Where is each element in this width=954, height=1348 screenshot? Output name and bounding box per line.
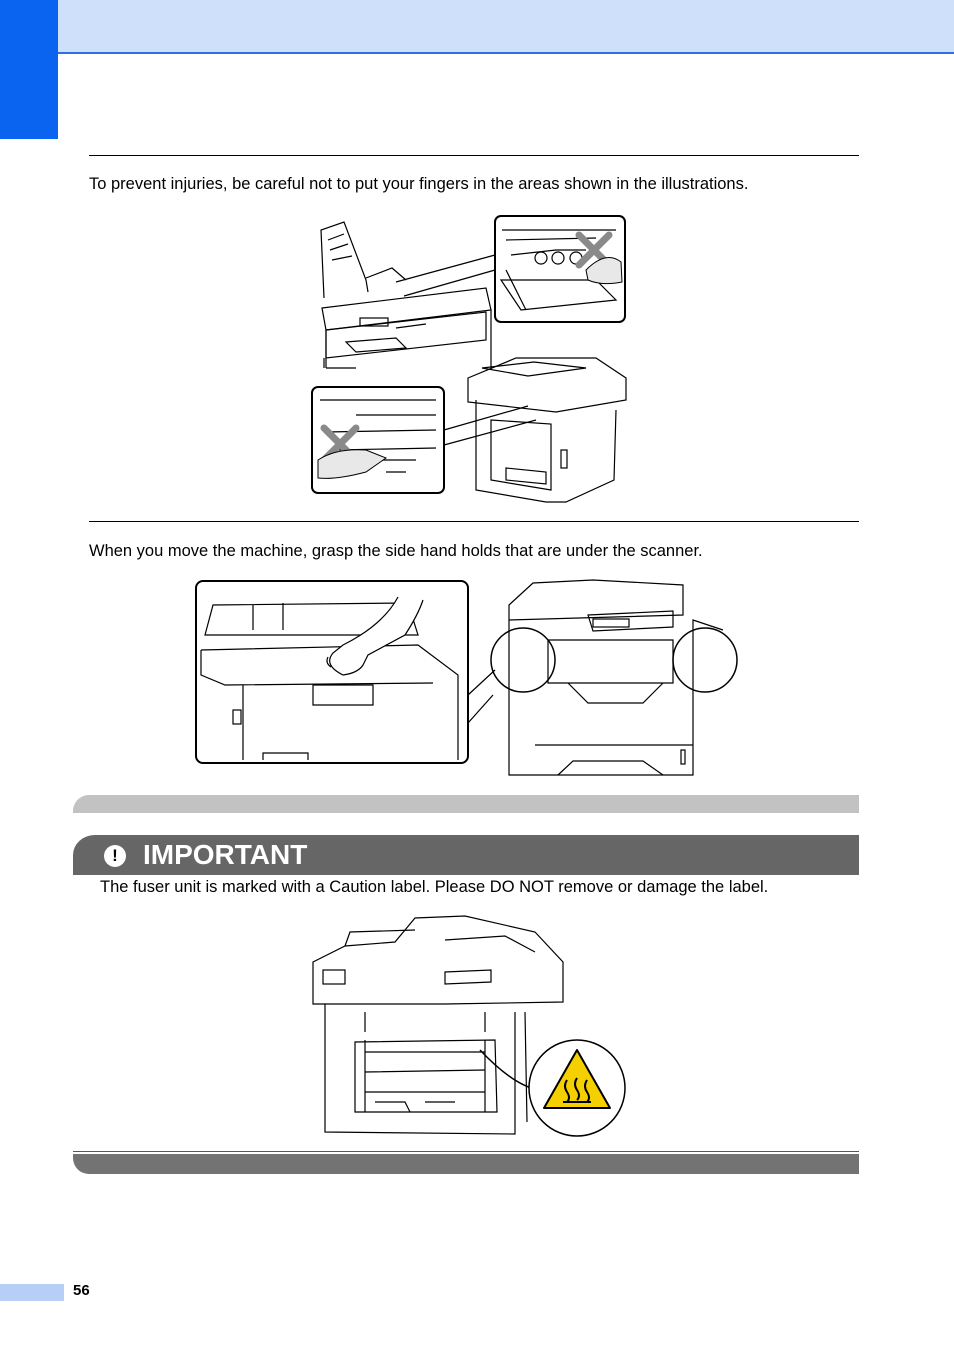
header-band bbox=[0, 0, 954, 54]
important-title: IMPORTANT bbox=[143, 839, 308, 870]
exclamation-circle-icon: ! bbox=[104, 845, 126, 867]
fuser-caution-illustration bbox=[312, 915, 626, 1137]
hot-surface-warning-icon bbox=[543, 1049, 611, 1109]
page-number: 56 bbox=[73, 1282, 90, 1299]
section-rule bbox=[89, 155, 859, 156]
injury-warning-text: To prevent injuries, be careful not to p… bbox=[89, 175, 749, 193]
finger-hazard-illustration bbox=[311, 215, 627, 503]
important-top-bar bbox=[73, 795, 859, 813]
important-header bbox=[73, 835, 859, 875]
section-rule bbox=[89, 521, 859, 522]
footer-accent-bar bbox=[0, 1284, 64, 1301]
important-bottom-rule bbox=[73, 1151, 859, 1152]
no-hand-x-icon bbox=[320, 231, 613, 464]
important-bottom-bar bbox=[73, 1154, 859, 1174]
hand-hold-text: When you move the machine, grasp the sid… bbox=[89, 542, 703, 560]
hand-holds-illustration bbox=[195, 579, 738, 776]
chapter-tab bbox=[0, 0, 58, 139]
important-text: The fuser unit is marked with a Caution … bbox=[100, 878, 769, 896]
